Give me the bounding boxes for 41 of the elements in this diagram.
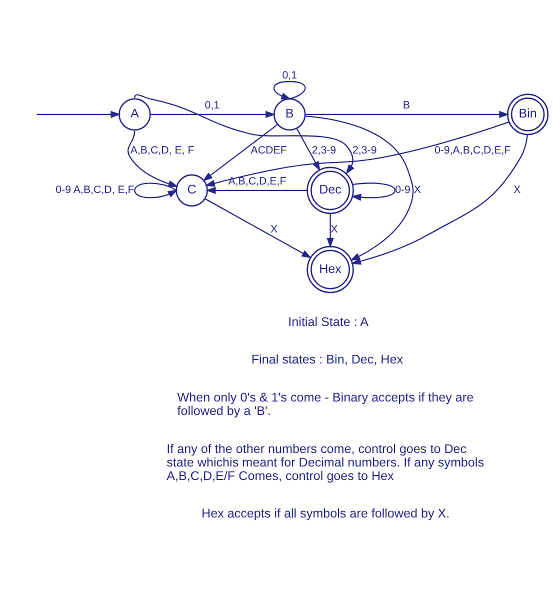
node-circle: Hex xyxy=(306,246,354,294)
arrow xyxy=(36,110,121,118)
label: If any of the other numbers come, control goes to Dec state whichis meant for Decimal numbers. If any symbols A,B,C,D,E/F Comes, control goes to Hex xyxy=(166,442,484,483)
node-circle: B xyxy=(273,98,306,131)
node-circle: C xyxy=(176,174,208,207)
node-circle: Dec xyxy=(306,166,354,214)
arrow xyxy=(134,182,178,198)
arrow xyxy=(204,122,510,187)
arrow xyxy=(204,198,312,258)
edge-label: 0-9 xyxy=(395,184,410,196)
node-circle: Bin xyxy=(506,94,549,136)
edge-label: X xyxy=(270,224,278,236)
arrow xyxy=(351,182,396,201)
arrow xyxy=(150,110,276,118)
arrow xyxy=(326,214,334,248)
edge-label: X xyxy=(330,224,338,236)
edge-label: X xyxy=(414,184,421,196)
arrow xyxy=(202,124,278,182)
edge-label: A,B,C,D, E, F xyxy=(130,144,194,157)
edge-label: 0-9 A,B,C,D, E,F xyxy=(56,184,134,196)
edge-label: A,B,C,D,E,F xyxy=(228,175,286,188)
label: Initial State : A xyxy=(288,314,369,329)
edge-label: B xyxy=(402,99,410,112)
arrow xyxy=(273,80,306,100)
arrow xyxy=(206,186,308,194)
arrow xyxy=(134,94,354,174)
edge-label: 0,1 xyxy=(282,69,298,82)
arrow xyxy=(128,130,178,188)
edge-label: 2,3-9 xyxy=(352,144,377,157)
edge-label: ACDEF xyxy=(250,144,287,157)
arrow xyxy=(305,110,510,118)
edge-label: X xyxy=(514,184,521,196)
arrow xyxy=(350,134,528,265)
node-circle: A xyxy=(118,98,151,131)
label: Final states : Bin, Dec, Hex xyxy=(251,352,404,367)
edge-label: 2,3-9 xyxy=(312,144,336,157)
label: Hex accepts if all symbols are followed by X. xyxy=(202,506,450,521)
label: When only 0's & 1's come - Binary accepts if they are followed by a 'B'. xyxy=(177,390,474,418)
edge-label: 0,1 xyxy=(204,99,220,112)
arrow xyxy=(304,115,414,261)
edge-label: 0-9,A,B,C,D,E,F xyxy=(434,144,511,157)
